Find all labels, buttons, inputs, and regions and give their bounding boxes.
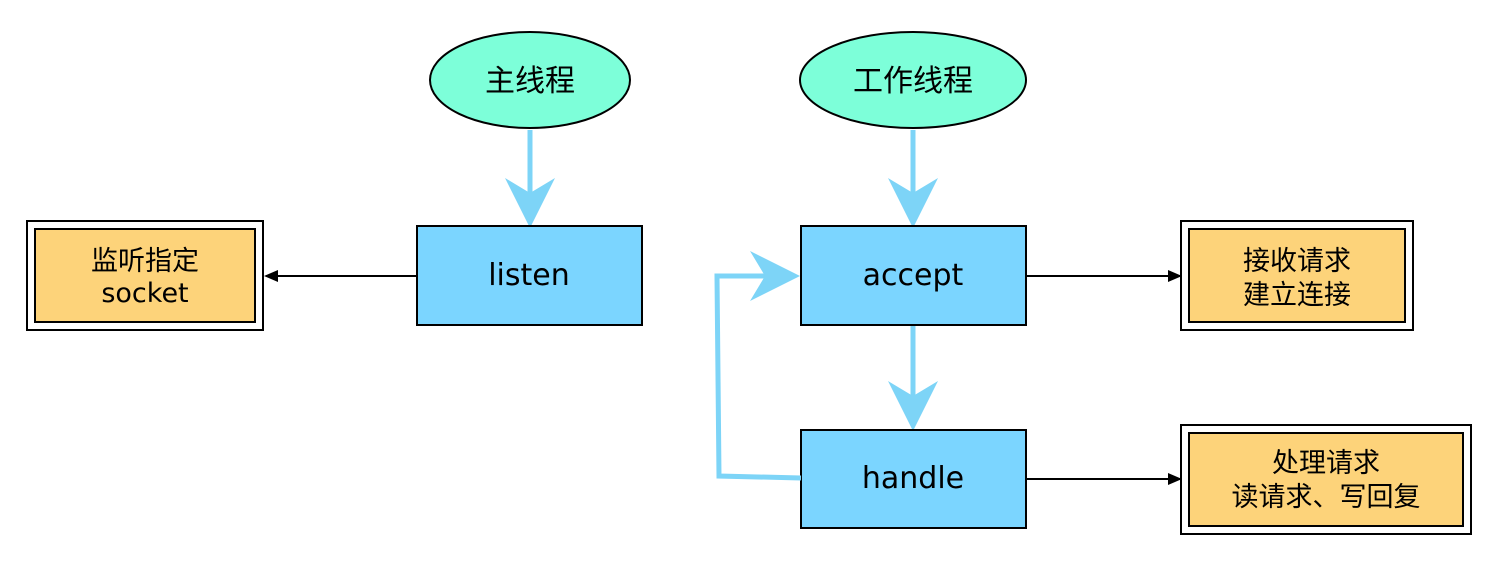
worker-thread-label: 工作线程 <box>853 64 973 99</box>
accept-note-line-2: 建立连接 <box>1243 280 1351 311</box>
main-thread-label: 主线程 <box>485 64 575 99</box>
listen-note-line-2: socket <box>101 278 188 309</box>
listen-note-line-1: 监听指定 <box>91 246 199 277</box>
handle-note-line-2: 读请求、写回复 <box>1232 482 1421 513</box>
main-thread-node: 主线程 <box>429 31 631 129</box>
accept-step-label: accept <box>863 258 964 293</box>
listen-step: listen <box>416 225 643 326</box>
accept-note: 接收请求 建立连接 <box>1180 220 1414 331</box>
handle-loop-back-arrow <box>714 251 802 481</box>
accept-note-line-1: 接收请求 <box>1243 246 1351 277</box>
handle-note-line-1: 处理请求 <box>1272 448 1380 479</box>
worker-thread-node: 工作线程 <box>799 31 1027 129</box>
handle-note: 处理请求 读请求、写回复 <box>1180 424 1472 535</box>
handle-step: handle <box>800 429 1027 529</box>
listen-step-label: listen <box>488 258 570 293</box>
listen-note: 监听指定 socket <box>26 220 264 331</box>
handle-step-label: handle <box>862 461 964 496</box>
accept-step: accept <box>800 225 1027 326</box>
